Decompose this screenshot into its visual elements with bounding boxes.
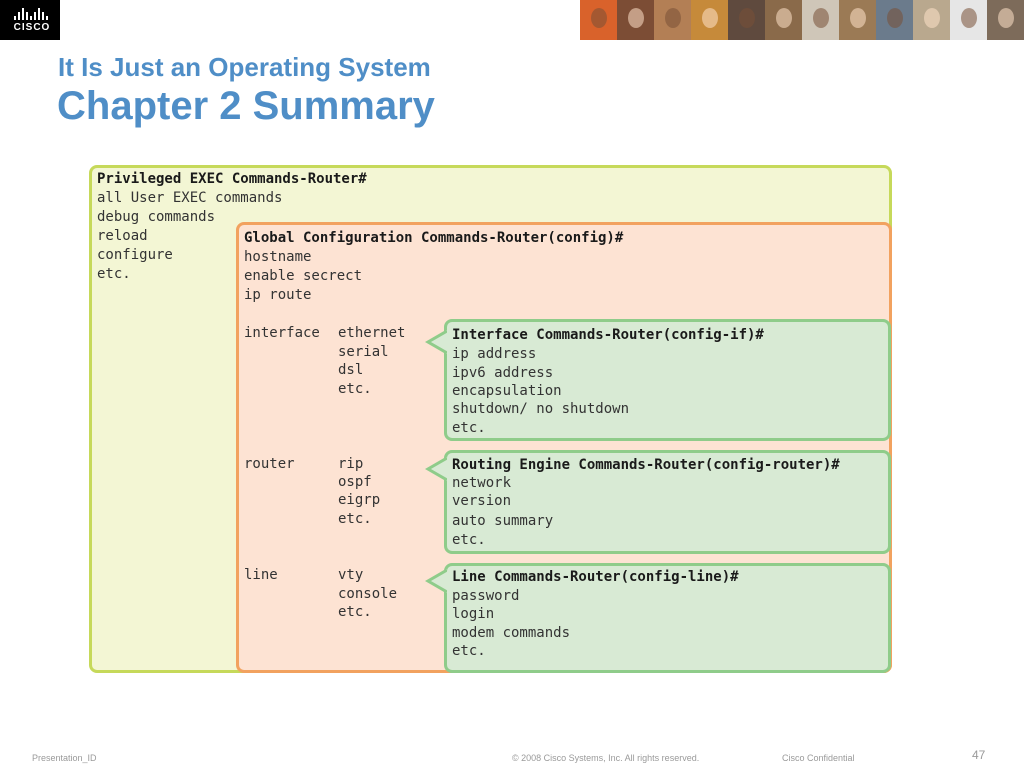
router-label: router: [244, 456, 295, 472]
interface-pointer-icon: [425, 330, 447, 354]
global-item: hostname: [244, 249, 312, 265]
line-item: login: [452, 606, 495, 622]
banner-photo-face: [775, 8, 792, 28]
global-header: Global Configuration Commands-Router(con…: [244, 230, 624, 246]
banner-photo: [765, 0, 802, 40]
routing-pointer-icon: [425, 457, 447, 481]
routing-item: network: [452, 475, 512, 491]
banner-photo-face: [923, 8, 940, 28]
banner-photo-face: [701, 8, 718, 28]
cisco-logo: CISCO: [0, 0, 60, 40]
banner-photo: [839, 0, 876, 40]
global-item: enable secrect: [244, 268, 363, 284]
routing-mode-box: [444, 450, 891, 554]
privileged-item: etc.: [97, 266, 131, 282]
banner-photo-face: [627, 8, 644, 28]
copyright: © 2008 Cisco Systems, Inc. All rights re…: [512, 753, 700, 763]
line-header: Line Commands-Router(config-line)#: [452, 569, 739, 585]
banner-photo: [617, 0, 654, 40]
banner-photo: [913, 0, 950, 40]
banner-photo-face: [997, 8, 1014, 28]
interface-item: shutdown/ no shutdown: [452, 401, 630, 417]
confidential-label: Cisco Confidential: [782, 753, 855, 763]
line-option: vty: [338, 567, 364, 583]
banner-photo: [950, 0, 987, 40]
router-option: etc.: [338, 511, 372, 527]
page-number: 47: [972, 748, 986, 762]
top-banner: CISCO: [0, 0, 1024, 40]
banner-photo-face: [738, 8, 755, 28]
banner-photo-face: [812, 8, 829, 28]
line-pointer-icon: [425, 569, 447, 593]
banner-photo: [580, 0, 617, 40]
interface-item: ipv6 address: [452, 365, 554, 381]
banner-photo-face: [960, 8, 977, 28]
routing-header: Routing Engine Commands-Router(config-ro…: [452, 457, 840, 473]
line-option: etc.: [338, 604, 372, 620]
routing-item: auto summary: [452, 513, 554, 529]
interface-option: serial: [338, 344, 389, 360]
interface-item: encapsulation: [452, 383, 562, 399]
line-mode-box: [444, 563, 891, 673]
banner-photo: [876, 0, 913, 40]
interface-header: Interface Commands-Router(config-if)#: [452, 327, 764, 343]
interface-item: etc.: [452, 420, 486, 436]
interface-label: interface: [244, 325, 320, 341]
banner-photo: [691, 0, 728, 40]
slide-title: Chapter 2 Summary: [57, 84, 435, 128]
interface-mode-box: [444, 319, 891, 441]
routing-item: etc.: [452, 532, 486, 548]
slide-subtitle: It Is Just an Operating System: [58, 52, 431, 82]
line-item: etc.: [452, 643, 486, 659]
router-option: ospf: [338, 474, 372, 490]
interface-option: dsl: [338, 362, 364, 378]
router-option: eigrp: [338, 492, 381, 508]
interface-option: etc.: [338, 381, 372, 397]
routing-item: version: [452, 493, 512, 509]
privileged-item: reload: [97, 228, 148, 244]
interface-option: ethernet: [338, 325, 406, 341]
banner-photo: [802, 0, 839, 40]
banner-photo: [654, 0, 691, 40]
banner-photo-face: [886, 8, 903, 28]
router-option: rip: [338, 456, 364, 472]
banner-photo-face: [664, 8, 681, 28]
banner-photo-face: [590, 8, 607, 28]
cisco-bars-icon: [14, 8, 48, 20]
banner-photo: [728, 0, 765, 40]
logo-text: CISCO: [13, 22, 51, 33]
line-item: password: [452, 588, 520, 604]
privileged-item: debug commands: [97, 209, 216, 225]
banner-photo-face: [849, 8, 866, 28]
line-option: console: [338, 586, 398, 602]
privileged-item: configure: [97, 247, 173, 263]
global-item: ip route: [244, 287, 312, 303]
privileged-item: all User EXEC commands: [97, 190, 283, 206]
privileged-header: Privileged EXEC Commands-Router#: [97, 171, 367, 187]
line-label: line: [244, 567, 278, 583]
banner-photo: [987, 0, 1024, 40]
line-item: modem commands: [452, 625, 571, 641]
photo-strip: [580, 0, 1024, 40]
presentation-id: Presentation_ID: [32, 753, 97, 763]
interface-item: ip address: [452, 346, 537, 362]
